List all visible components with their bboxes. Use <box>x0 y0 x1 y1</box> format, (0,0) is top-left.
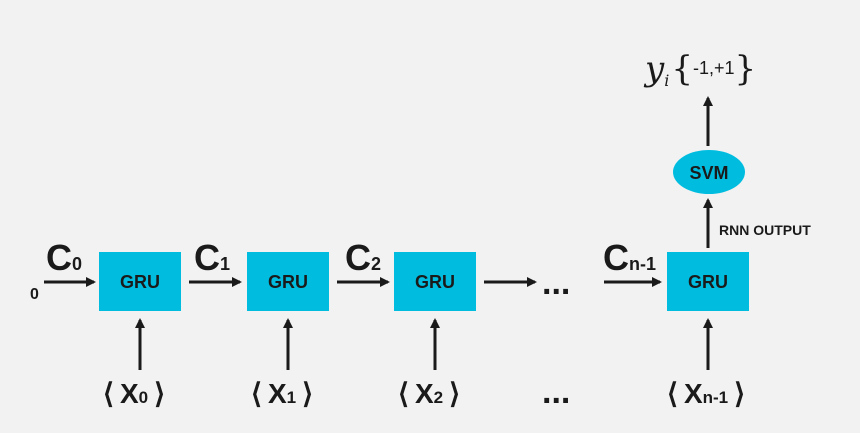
gru-box-n-1: GRU <box>667 252 749 311</box>
output-set: -1,+1 <box>693 58 735 78</box>
state-label-1: C1 <box>194 237 230 278</box>
input-xn-1-open: ⟨ <box>667 378 678 409</box>
input-x0-close: ⟩ <box>154 378 165 409</box>
input-x1: ⟨X1 ⟩ <box>251 378 313 409</box>
state-1-sub: 1 <box>220 254 230 274</box>
svm-label: SVM <box>689 163 728 183</box>
svm-node: SVM <box>673 150 745 194</box>
state-label-0: C0 <box>46 237 82 278</box>
ellipsis-inputs: ... <box>542 373 570 411</box>
input-x0-sub: 0 <box>139 388 148 407</box>
state-n-1-sub: n-1 <box>629 254 656 274</box>
gru-box-0: GRU <box>99 252 181 311</box>
output-label: yi{-1,+1} <box>643 49 756 90</box>
state-label-n-1: Cn-1 <box>603 237 656 278</box>
state-n-1-main: C <box>603 237 629 278</box>
input-x1-close: ⟩ <box>302 378 313 409</box>
gru-box-1: GRU <box>247 252 329 311</box>
ellipsis-sequence: ... <box>542 264 570 302</box>
input-xn-1-main: X <box>684 378 703 409</box>
state-2-sub: 2 <box>371 254 381 274</box>
output-brace-open: { <box>671 49 693 89</box>
state-label-2: C2 <box>345 237 381 278</box>
input-x2: ⟨X2 ⟩ <box>398 378 460 409</box>
initial-input-label: 0 <box>30 286 39 303</box>
input-x1-sub: 1 <box>287 388 296 407</box>
input-x0: ⟨X0 ⟩ <box>103 378 165 409</box>
input-x2-open: ⟨ <box>398 378 409 409</box>
state-0-sub: 0 <box>72 254 82 274</box>
input-x2-main: X <box>415 378 434 409</box>
state-1-main: C <box>194 237 220 278</box>
input-xn-1: ⟨Xn-1 ⟩ <box>667 378 745 409</box>
input-x1-main: X <box>268 378 287 409</box>
gru-box-2: GRU <box>394 252 476 311</box>
gru-2-label: GRU <box>415 272 455 292</box>
input-x0-open: ⟨ <box>103 378 114 409</box>
state-2-main: C <box>345 237 371 278</box>
state-0-main: C <box>46 237 72 278</box>
output-brace-close: } <box>735 49 757 89</box>
gru-0-label: GRU <box>120 272 160 292</box>
input-xn-1-sub: n-1 <box>703 388 729 407</box>
input-x2-sub: 2 <box>434 388 443 407</box>
input-x0-main: X <box>120 378 139 409</box>
output-var: y <box>643 49 665 89</box>
input-x1-open: ⟨ <box>251 378 262 409</box>
input-xn-1-close: ⟩ <box>734 378 745 409</box>
gru-1-label: GRU <box>268 272 308 292</box>
input-x2-close: ⟩ <box>449 378 460 409</box>
output-sub: i <box>664 71 669 90</box>
rnn-output-label: RNN OUTPUT <box>719 222 811 238</box>
gru-n-1-label: GRU <box>688 272 728 292</box>
